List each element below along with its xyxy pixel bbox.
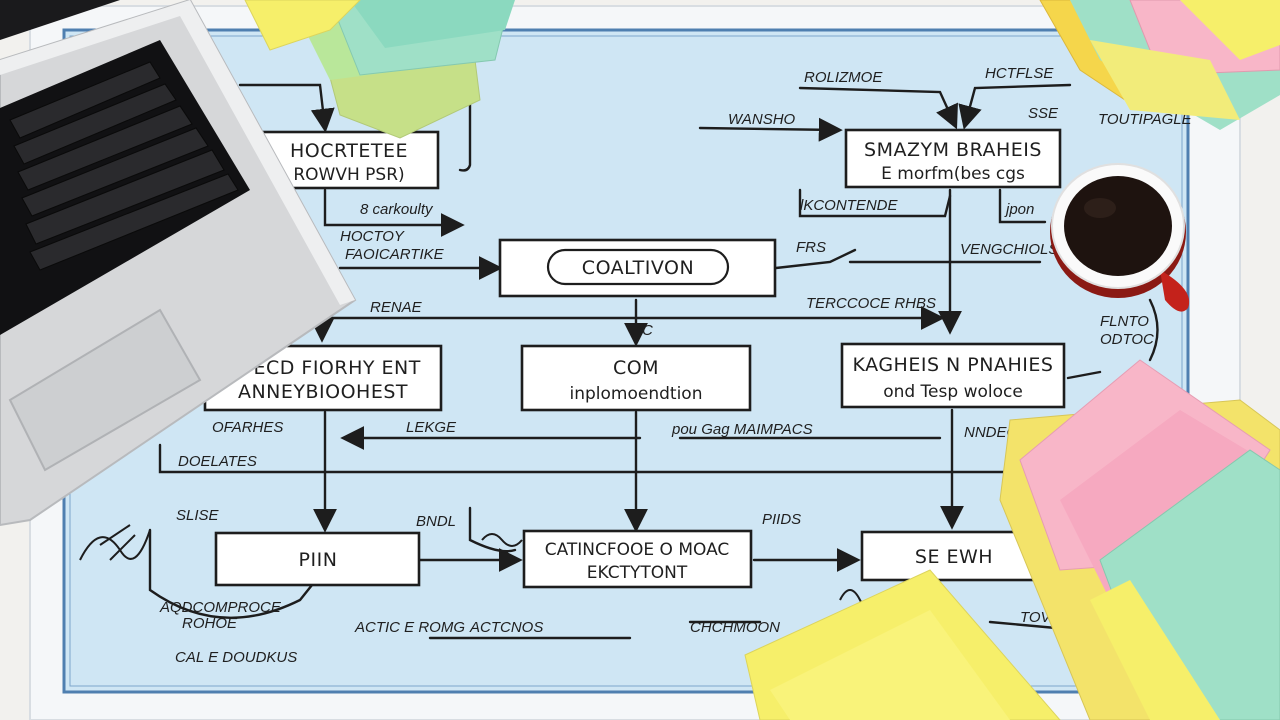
note: VENGCHIOLS bbox=[960, 241, 1058, 258]
box-mid-right-line2: ond Tesp woloce bbox=[883, 382, 1023, 402]
box-mid-left-line1: MFECD FIORHY ENT bbox=[225, 357, 421, 379]
note: ODTOC bbox=[1100, 331, 1154, 348]
note: C bbox=[642, 322, 653, 339]
box-top-left-line1: HOCRTETEE bbox=[290, 140, 408, 162]
note: TERCCOCE RHBS bbox=[806, 295, 936, 312]
note: lKCONTENDE bbox=[800, 197, 899, 214]
box-top-left bbox=[258, 130, 440, 190]
note: HOCTOY bbox=[340, 228, 405, 245]
note: FLNTO bbox=[1100, 313, 1149, 330]
box-bottom-center bbox=[522, 529, 753, 589]
box-bottom-center-line1: CATINCFOOE O MOAC bbox=[545, 540, 730, 560]
box-mid-left-line2: ANNEYBIOOHEST bbox=[238, 381, 408, 403]
note: ACTIC E ROMG bbox=[354, 619, 465, 636]
box-top-right-line2: E morfm(bes cgs bbox=[881, 164, 1025, 184]
box-bottom-left-line1: PIIN bbox=[299, 549, 338, 571]
box-top-left-line2: ROWVH PSR) bbox=[293, 165, 404, 185]
note: NNDEC bbox=[964, 424, 1018, 441]
box-mid-center-line2: inplomoendtion bbox=[570, 384, 703, 404]
box-bottom-right bbox=[860, 530, 1048, 582]
note: TOUTIPAGLE bbox=[1098, 111, 1193, 128]
box-bottom-right-line1: SE EWH bbox=[915, 546, 993, 568]
box-top-right-line1: SMAZYM BRAHEIS bbox=[864, 139, 1042, 161]
note: BNDL bbox=[416, 513, 456, 530]
note: FAOICARTIKE bbox=[345, 246, 445, 263]
box-bottom-left bbox=[214, 531, 421, 587]
box-bottom-center-line2: EKCTYTONT bbox=[587, 563, 688, 583]
note: jpon bbox=[1004, 201, 1034, 218]
note: CHCHMOON bbox=[690, 619, 780, 636]
note: SLISE bbox=[176, 507, 220, 524]
note: AQDCOMPROCE bbox=[159, 599, 282, 616]
box-mid-center-line1: COM bbox=[613, 357, 659, 379]
note: LEKGE bbox=[406, 419, 457, 436]
note: FRS bbox=[796, 239, 826, 256]
box-mid-right bbox=[840, 342, 1066, 409]
note: HCTFLSE bbox=[985, 65, 1054, 82]
note: 8 carkoulty bbox=[360, 201, 434, 218]
note: ACTCNOS bbox=[469, 619, 543, 636]
note: WANSHO bbox=[728, 111, 796, 128]
box-center-top-line1: COALTIVON bbox=[582, 257, 694, 279]
note: PIIDS bbox=[762, 511, 801, 528]
note: ROHOE bbox=[182, 615, 238, 632]
note: DOELATES bbox=[178, 453, 257, 470]
note: CAL E DOUDKUS bbox=[175, 649, 297, 666]
note: SSE bbox=[1028, 105, 1059, 122]
note: OFARHES bbox=[212, 419, 283, 436]
box-mid-right-line1: KAGHEIS N PNAHIES bbox=[853, 354, 1054, 376]
note: pou Gag MAIMPACS bbox=[671, 421, 813, 438]
box-top-right bbox=[844, 128, 1062, 189]
oval-center-top bbox=[546, 248, 730, 286]
note: RENAE bbox=[370, 299, 423, 316]
note: ROLIZMOE bbox=[804, 69, 883, 86]
box-mid-center bbox=[520, 344, 752, 412]
